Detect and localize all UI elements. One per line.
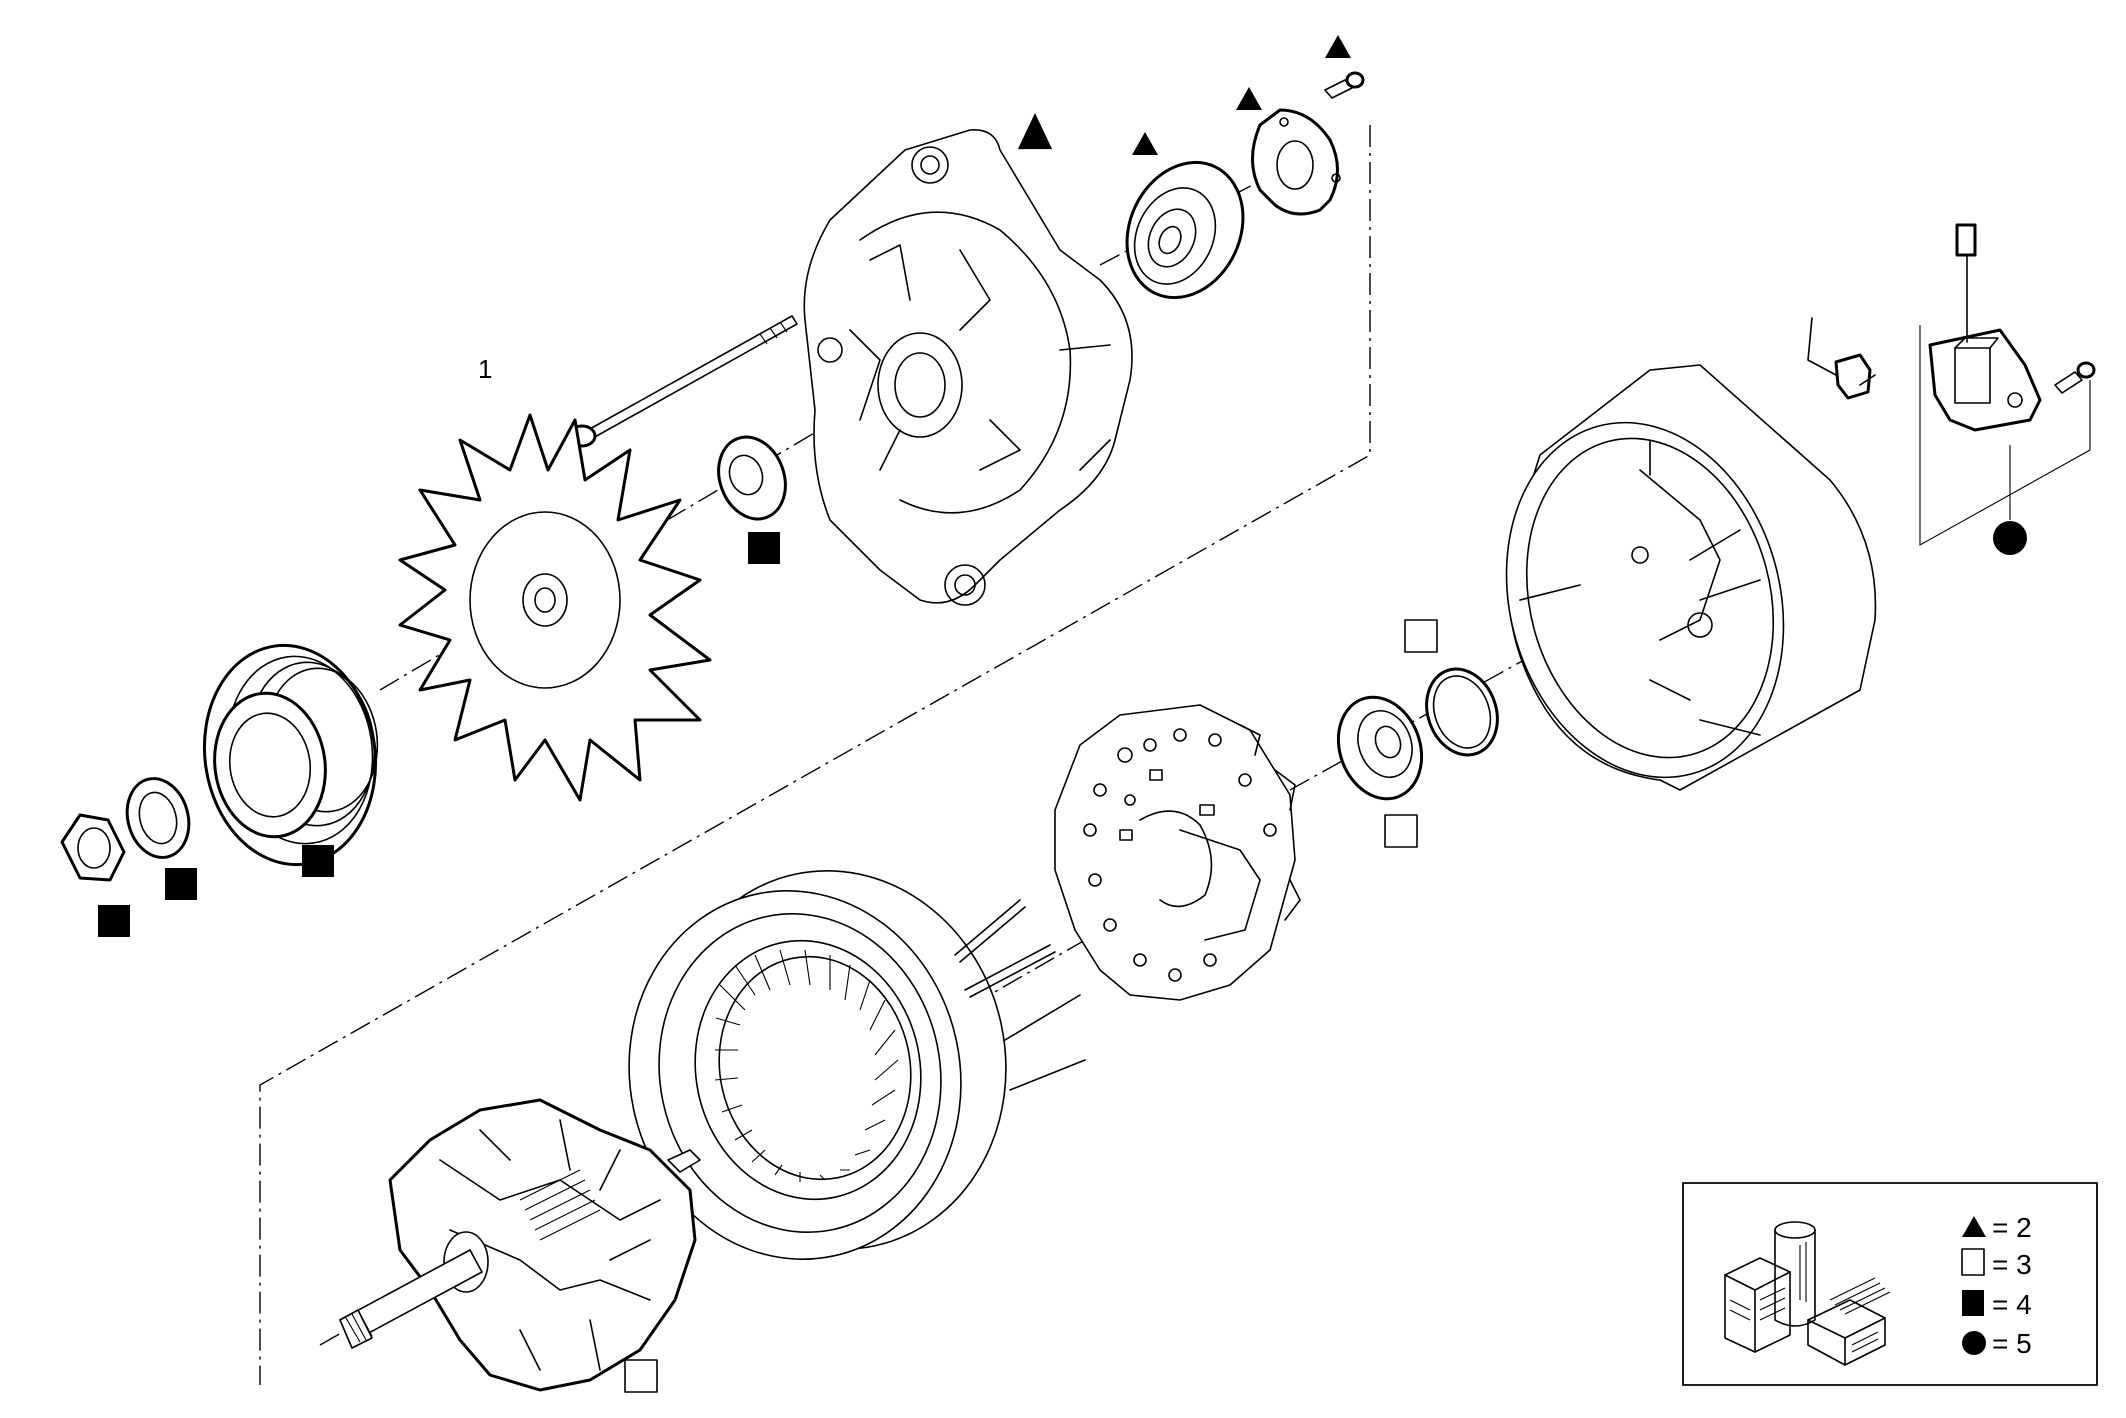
legend-item-circle: = 5	[1962, 1328, 2032, 1359]
part-number-label: 1	[478, 354, 492, 384]
bearing-retainer-plate	[1251, 108, 1341, 216]
drive-end-housing	[803, 129, 1133, 606]
front-bearing	[1125, 160, 1245, 300]
circle-filled-icon	[1962, 1331, 1986, 1355]
brush-clip	[1807, 317, 1876, 400]
legend-label: = 3	[1992, 1249, 2032, 1280]
rotor	[339, 1098, 701, 1392]
square-outline-marker	[1384, 814, 1418, 848]
square-filled-marker	[98, 905, 130, 937]
legend-box: = 2 = 3 = 4 = 5	[1682, 1182, 2098, 1386]
square-filled-marker	[302, 845, 334, 877]
legend-item-square-filled: = 4	[1962, 1289, 2032, 1320]
square-outline-marker	[1404, 619, 1438, 653]
square-outline-marker	[624, 1359, 658, 1393]
retainer-screw	[1324, 71, 1365, 99]
o-ring	[1425, 667, 1499, 757]
legend-label: = 5	[1992, 1328, 2032, 1359]
triangle-marker	[1325, 35, 1351, 58]
regulator-screw	[2054, 361, 2096, 394]
pulley	[202, 643, 379, 867]
legend-label: = 2	[1992, 1212, 2032, 1243]
slip-ring-end-housing	[1505, 364, 1877, 791]
voltage-regulator	[1928, 223, 2042, 432]
lock-washer	[125, 777, 191, 859]
legend-item-triangle: = 2	[1962, 1212, 2032, 1243]
through-bolt	[567, 315, 798, 448]
square-filled-marker	[165, 868, 197, 900]
square-outline-icon	[1961, 1248, 1985, 1276]
legend-label: = 4	[1992, 1289, 2032, 1320]
spacer-ring	[717, 435, 787, 521]
triangle-filled-icon	[1962, 1216, 1986, 1237]
legend-item-square-outline: = 3	[1961, 1248, 2032, 1280]
iveco-logo-illustration	[1724, 1221, 1891, 1366]
circle-filled-marker	[1993, 521, 2027, 555]
rectifier-plate	[1054, 704, 1301, 1001]
triangle-marker	[1132, 132, 1158, 155]
square-filled-marker	[748, 532, 780, 564]
triangle-marker	[1236, 87, 1262, 110]
cooling-fan	[398, 413, 712, 802]
triangle-marker	[1017, 113, 1053, 150]
square-filled-icon	[1962, 1290, 1984, 1316]
rear-bearing	[1336, 695, 1424, 801]
pulley-nut	[60, 813, 126, 882]
stator	[628, 870, 1086, 1260]
